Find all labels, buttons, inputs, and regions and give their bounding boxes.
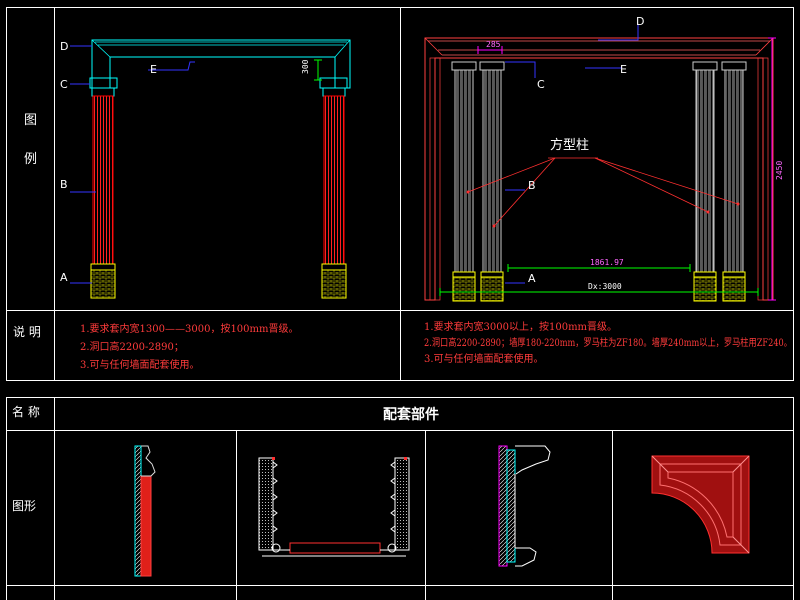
square-column-4 (721, 61, 747, 302)
bottom-header-name: 名 称 (12, 404, 40, 419)
left-label-b: B (60, 178, 68, 191)
left-label-d: D (60, 40, 68, 53)
right-label-c: C (537, 78, 545, 91)
part-molding-profile (134, 445, 156, 577)
right-title-square-column: 方型柱 (550, 137, 589, 153)
right-dim-width: Dx:3000 (588, 282, 622, 291)
right-label-b: B (528, 179, 536, 192)
note-right-1: 1.要求套内宽3000以上，按100mm晋级。 (424, 320, 617, 333)
notes-row-label: 说 明 (13, 324, 41, 339)
part-corner-piece (651, 455, 750, 554)
left-label-c: C (60, 78, 68, 91)
right-label-d: D (636, 15, 644, 28)
bottom-table-frame (6, 397, 794, 600)
right-dim-height: 2450 (775, 161, 784, 180)
left-dim-text: 300 (301, 59, 310, 74)
note-left-1: 1.要求套内宽1300——3000，按100mm晋级。 (80, 322, 299, 335)
part-frame-section (258, 457, 410, 557)
legend-row-label-2: 例 (24, 152, 37, 167)
note-right-2: 2.洞口高2200-2890；墙厚180-220mm，罗马柱为ZF180。墙厚2… (424, 336, 792, 349)
left-label-a: A (60, 271, 68, 284)
left-label-e: E (150, 63, 157, 76)
square-column-3 (692, 61, 718, 302)
bottom-header-title: 配套部件 (383, 406, 439, 423)
left-door-frame-elevation (70, 39, 351, 299)
right-door-frame-elevation (424, 24, 776, 302)
note-left-3: 3.可与任何墙面配套使用。 (80, 358, 200, 371)
note-left-2: 2.洞口高2200-2890； (80, 340, 184, 353)
part-cornice-profile (498, 445, 551, 567)
right-label-e: E (620, 63, 627, 76)
right-dim-mid: 1861.97 (590, 258, 624, 267)
right-label-a: A (528, 272, 536, 285)
square-column-1 (451, 61, 477, 302)
legend-row-label-1: 图 (24, 113, 37, 128)
right-dim-top: 285 (486, 40, 501, 49)
bottom-row-label-shape: 图形 (12, 499, 36, 513)
top-table-frame (6, 7, 794, 381)
note-right-3: 3.可与任何墙面配套使用。 (424, 352, 544, 365)
square-column-2 (479, 61, 505, 302)
